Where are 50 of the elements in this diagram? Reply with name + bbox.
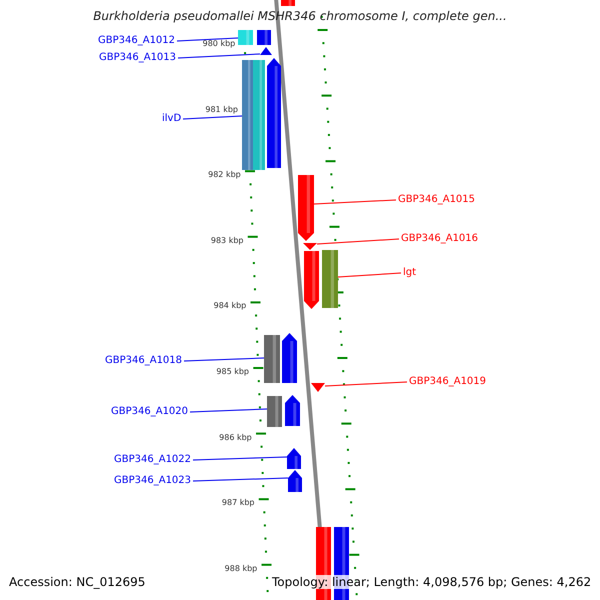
leader-line (190, 408, 268, 412)
gene-block (282, 333, 297, 383)
gene-block (281, 0, 295, 6)
gene-block (238, 30, 253, 45)
gene-block (322, 250, 338, 308)
gene-label: lgt (403, 267, 416, 279)
scale-label: 980 kbp (202, 39, 236, 49)
leader-line (182, 116, 242, 120)
leader-line (184, 358, 264, 362)
chart-title: Burkholderia pseudomallei MSHR346 chromosome I, complete gen... (92, 9, 508, 23)
gene-label: GBP346_A1019 (409, 376, 486, 388)
leader-line (316, 238, 400, 244)
gene-label: GBP346_A1022 (114, 454, 192, 466)
gene-block (257, 30, 271, 45)
scale-label: 986 kbp (219, 432, 252, 443)
gene-block (288, 470, 302, 492)
gene-block (285, 395, 300, 426)
gene-label: GBP346_A1023 (114, 475, 192, 487)
scale-label: 985 kbp (216, 367, 249, 377)
scale-label: 984 kbp (214, 301, 246, 312)
gene-label: GBP346_A1018 (105, 355, 182, 367)
gene-label: GBP346_A1020 (111, 406, 188, 418)
scale-label: 983 kbp (210, 236, 244, 246)
leader-line (178, 54, 260, 58)
leader-line (176, 38, 238, 42)
gene-block (267, 58, 281, 168)
gene-block (242, 60, 253, 170)
gene-label: GBP346_A1012 (98, 35, 176, 47)
scale-label: 988 kbp (224, 564, 258, 574)
gene-label: GBP346_A1016 (401, 233, 478, 245)
accession-text: Accession: NC_012695 (9, 575, 146, 589)
gene-label: GBP346_A1013 (99, 52, 176, 64)
gene-block (260, 47, 272, 55)
leader-line (192, 478, 288, 482)
genome-info-text: Topology: linear; Length: 4,098,576 bp; Genes: 4,262 (272, 575, 592, 589)
scale-label: 982 kbp (208, 170, 241, 180)
leader-line (338, 272, 402, 278)
leader-line (192, 456, 288, 460)
leader-line (324, 382, 408, 386)
gene-block (253, 60, 265, 170)
gene-block (287, 448, 301, 469)
gene-block (264, 335, 280, 383)
gene-block (267, 396, 282, 427)
gene-block (311, 383, 325, 392)
gene-label: ilvD (162, 113, 182, 125)
scale-label: 987 kbp (222, 498, 254, 508)
scale-label: 981 kbp (205, 104, 238, 115)
leader-line (314, 200, 396, 204)
gene-block (298, 175, 314, 241)
gene-label: GBP346_A1015 (398, 194, 476, 206)
